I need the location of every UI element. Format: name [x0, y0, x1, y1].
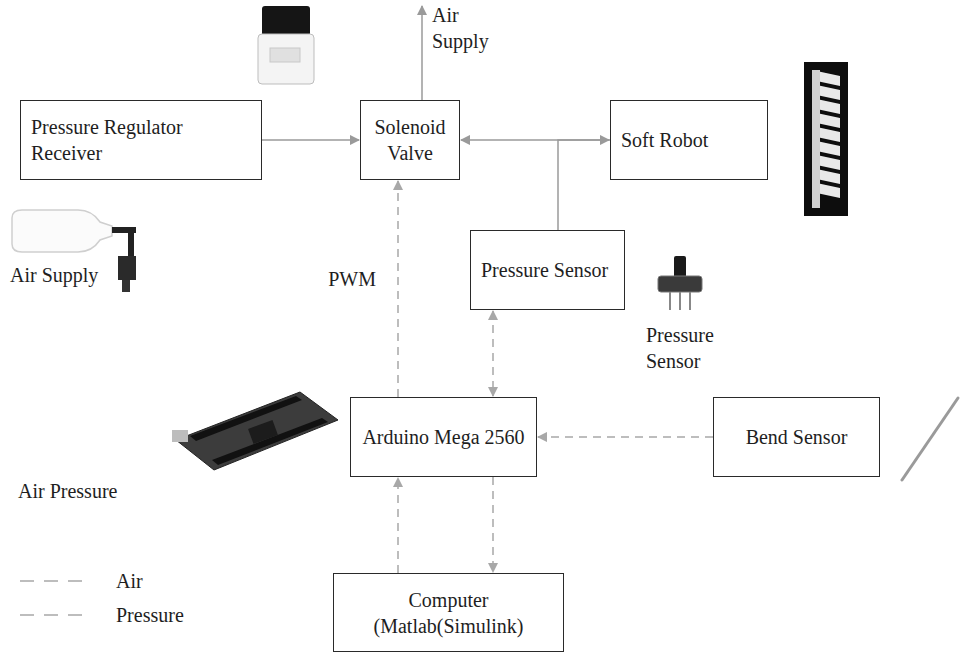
legend-text: Air — [116, 568, 143, 594]
arduino-board-illustration — [172, 392, 338, 470]
header-row — [212, 418, 328, 465]
annotation-label: Air Supply — [10, 262, 150, 288]
air-line — [262, 139, 359, 141]
robot-spine — [812, 70, 820, 208]
air-outlet-arrow — [421, 6, 423, 100]
annotation-label: Pressure Sensor — [646, 322, 746, 374]
process-box: Pressure Sensor — [470, 230, 625, 310]
regulator-port — [122, 280, 130, 292]
signal-connector — [397, 478, 399, 573]
valve-coil — [262, 6, 310, 36]
signal-connector — [492, 477, 494, 572]
process-box: Pressure Regulator Receiver — [20, 100, 262, 180]
air-line — [558, 140, 610, 230]
signal-connector — [538, 436, 713, 438]
regulator-block — [118, 256, 136, 280]
sensor-pin — [679, 292, 681, 310]
legend-row: Pressure — [18, 602, 184, 628]
process-box: Soft Robot — [610, 100, 768, 180]
valve-stem — [128, 232, 134, 258]
valve-body — [258, 34, 314, 84]
box-label: Computer (Matlab(Simulink) — [344, 587, 553, 639]
pressure-sensor-illustration — [658, 256, 702, 310]
box-label: Pressure Sensor — [481, 257, 614, 283]
box-label: Arduino Mega 2560 — [361, 424, 526, 450]
chip — [248, 420, 278, 444]
box-label: Solenoid Valve — [371, 114, 449, 166]
soft-robot-photo — [804, 62, 848, 216]
signal-connector — [397, 181, 399, 397]
process-box: Solenoid Valve — [360, 100, 460, 180]
process-box: Computer (Matlab(Simulink) — [333, 573, 564, 652]
dashed-sample — [20, 614, 86, 616]
solenoid-valve-photo — [258, 6, 314, 84]
bottle-body — [12, 210, 112, 252]
robot-background — [804, 62, 848, 216]
sensor-pin — [669, 292, 671, 310]
process-box: Arduino Mega 2560 — [350, 397, 537, 477]
legend-row: Air — [18, 568, 143, 594]
signal-name: PWM — [326, 266, 378, 292]
box-label: Pressure Regulator Receiver — [31, 114, 251, 166]
legend-text: Pressure — [116, 602, 184, 628]
sensor-pin — [689, 292, 691, 310]
legend-sample — [18, 574, 88, 588]
box-label: Soft Robot — [621, 127, 757, 153]
signal-connector — [492, 311, 494, 396]
sensor-port — [674, 256, 686, 278]
dashed-sample — [20, 580, 86, 582]
board — [176, 392, 338, 470]
sensor-board — [658, 276, 702, 292]
legend-sample — [18, 608, 88, 622]
box-label: Bend Sensor — [724, 424, 869, 450]
valve-label — [270, 48, 300, 62]
usb-port — [172, 430, 188, 442]
process-box: Bend Sensor — [713, 397, 880, 477]
annotation-label: Air Supply — [432, 2, 512, 54]
bend-sensor-strip — [902, 398, 958, 480]
annotation-label: Air Pressure — [18, 478, 178, 504]
